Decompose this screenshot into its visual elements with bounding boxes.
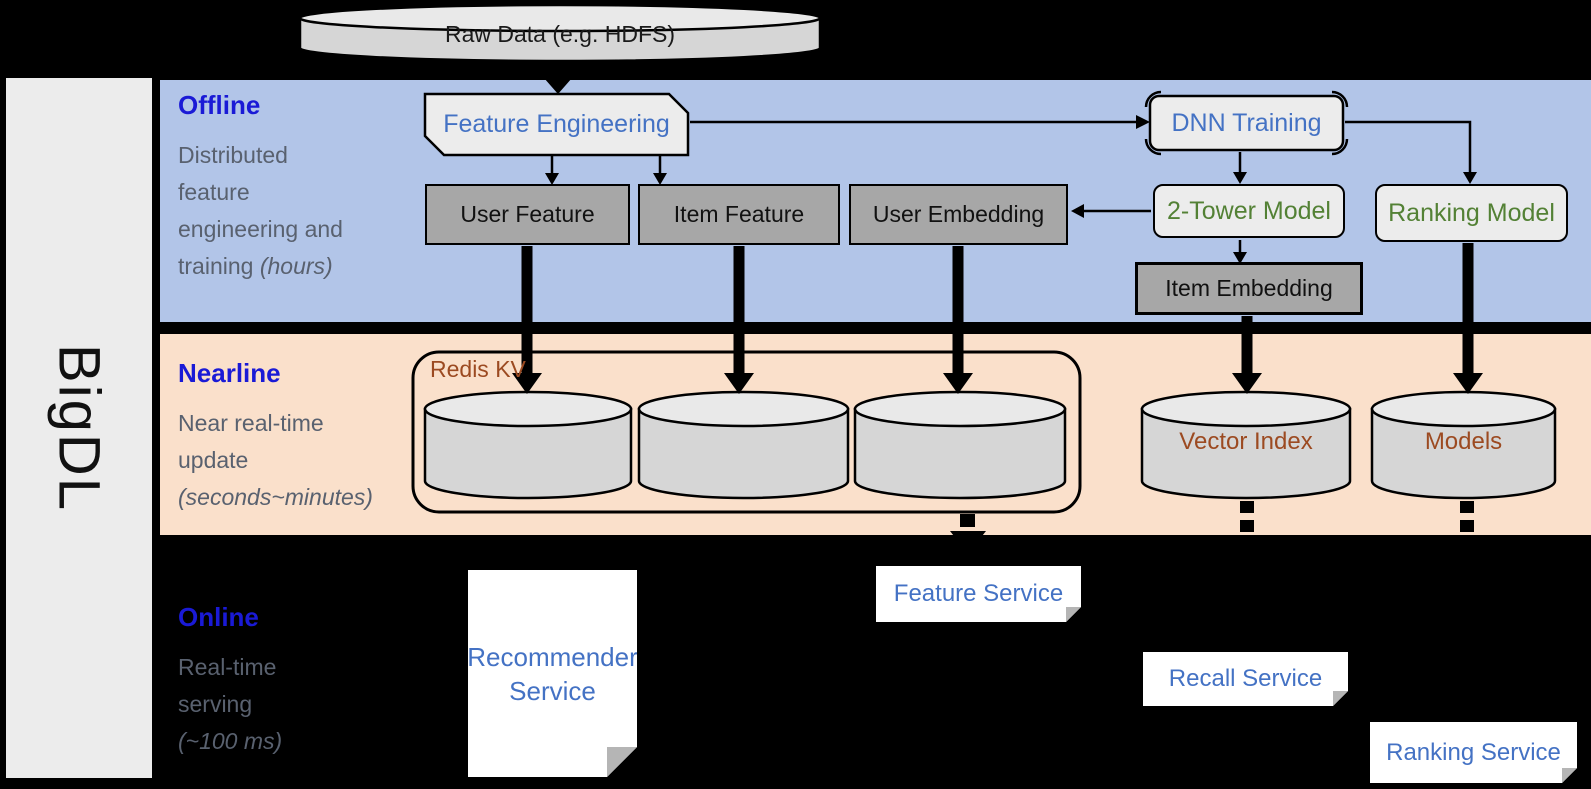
ranking-model-box: Ranking Model: [1375, 184, 1568, 242]
offline-desc-line4-italic: (hours): [259, 253, 333, 279]
offline-desc-line3: engineering and: [178, 216, 343, 242]
dash-models-2: [1460, 520, 1474, 532]
nearline-desc-line3: (seconds~minutes): [178, 484, 373, 510]
offline-desc-line1: Distributed: [178, 142, 288, 168]
redis-kv-container: [411, 350, 1082, 514]
online-desc-line3: (~100 ms): [178, 728, 283, 754]
nearline-section-label: Nearline Near real-time update (seconds~…: [178, 358, 428, 516]
thick-arrow-itemfeature-head: [724, 373, 754, 394]
redis-cylinder-1: [423, 407, 633, 500]
two-tower-model-box: 2-Tower Model: [1153, 184, 1345, 238]
arrow-dnn-to-twotower-head: [1233, 172, 1247, 184]
recall-service-box: Recall Service: [1143, 652, 1348, 706]
arrow-fe-to-itemfeature-head: [653, 173, 667, 185]
vector-index-label: Vector Index: [1179, 428, 1313, 455]
bigdl-sidebar: BigDL: [6, 78, 152, 778]
thick-arrow-userfeature-head: [512, 373, 542, 394]
arrow-rawdata-to-fe-head: [544, 78, 572, 94]
online-desc-line2: serving: [178, 691, 253, 717]
item-feature-box: Item Feature: [638, 184, 840, 245]
feature-engineering-shape: [423, 92, 690, 157]
online-desc-line1: Real-time: [178, 654, 277, 680]
dash-vectorindex-1: [1240, 501, 1254, 513]
thick-arrow-itemembedding-head: [1232, 373, 1262, 394]
thick-arrow-rankingmodel-head: [1453, 373, 1483, 394]
nearline-title: Nearline: [178, 358, 281, 388]
arrow-fe-to-userfeature-head: [545, 173, 559, 185]
user-embedding-box: User Embedding: [849, 184, 1068, 245]
redis-cylinder-2: [637, 407, 850, 500]
redis-cylinder-1-top: [423, 390, 633, 428]
dnn-bracket-tl: [1144, 90, 1162, 108]
online-section-label: Online Real-time serving (~100 ms): [178, 602, 428, 760]
offline-desc-line4-normal: training: [178, 253, 260, 279]
dash-vectorindex-2: [1240, 520, 1254, 532]
dnn-bracket-bl: [1144, 138, 1162, 156]
nearline-desc-line1: Near real-time: [178, 410, 324, 436]
models-cylinder: [1370, 407, 1557, 500]
redis-cylinder-3: [853, 407, 1067, 500]
dnn-bracket-br: [1331, 138, 1349, 156]
item-embedding-box: Item Embedding: [1135, 262, 1363, 315]
redis-cylinder-3-top: [853, 390, 1067, 428]
raw-data-label: Raw Data (e.g. HDFS): [444, 20, 676, 47]
online-title: Online: [178, 602, 259, 632]
ranking-service-box: Ranking Service: [1370, 722, 1577, 783]
offline-title: Offline: [178, 90, 261, 120]
arrow-fe-to-dnn-head: [1136, 115, 1150, 129]
recommender-service-box: Recommender Service: [468, 570, 637, 777]
models-label: Models: [1424, 428, 1503, 455]
models-cylinder-top: [1370, 390, 1557, 428]
redis-cylinder-2-top: [637, 390, 850, 428]
offline-section-label: Offline Distributed feature engineering …: [178, 90, 428, 285]
dnn-bracket-tr: [1331, 90, 1349, 108]
arrow-twotower-to-userembedding-head: [1071, 204, 1084, 218]
user-feature-box: User Feature: [425, 184, 630, 245]
feature-service-box: Feature Service: [876, 566, 1081, 622]
arrow-dnn-to-rankingmodel: [1345, 120, 1472, 173]
dnn-training-label: DNN Training: [1171, 108, 1322, 137]
vector-index-cylinder: [1140, 407, 1352, 500]
dash-redis-to-featureservice: [960, 514, 975, 527]
dash-models-1: [1460, 501, 1474, 513]
offline-desc-line2: feature: [178, 179, 250, 205]
arrow-dnn-to-rankingmodel-head: [1463, 172, 1477, 184]
redis-kv-label: Redis KV: [430, 356, 526, 382]
dnn-training-shape: [1148, 94, 1345, 152]
raw-data-cylinder-top: [298, 3, 822, 33]
offline-desc-line4: training (hours): [178, 248, 428, 285]
thick-arrow-userembedding-head: [943, 373, 973, 394]
feature-engineering-label: Feature Engineering: [443, 110, 670, 138]
dash-arrow-featureservice-head: [950, 531, 986, 554]
nearline-desc-line2: update: [178, 447, 249, 473]
arrow-twotower-to-itemembedding-head: [1233, 252, 1247, 264]
